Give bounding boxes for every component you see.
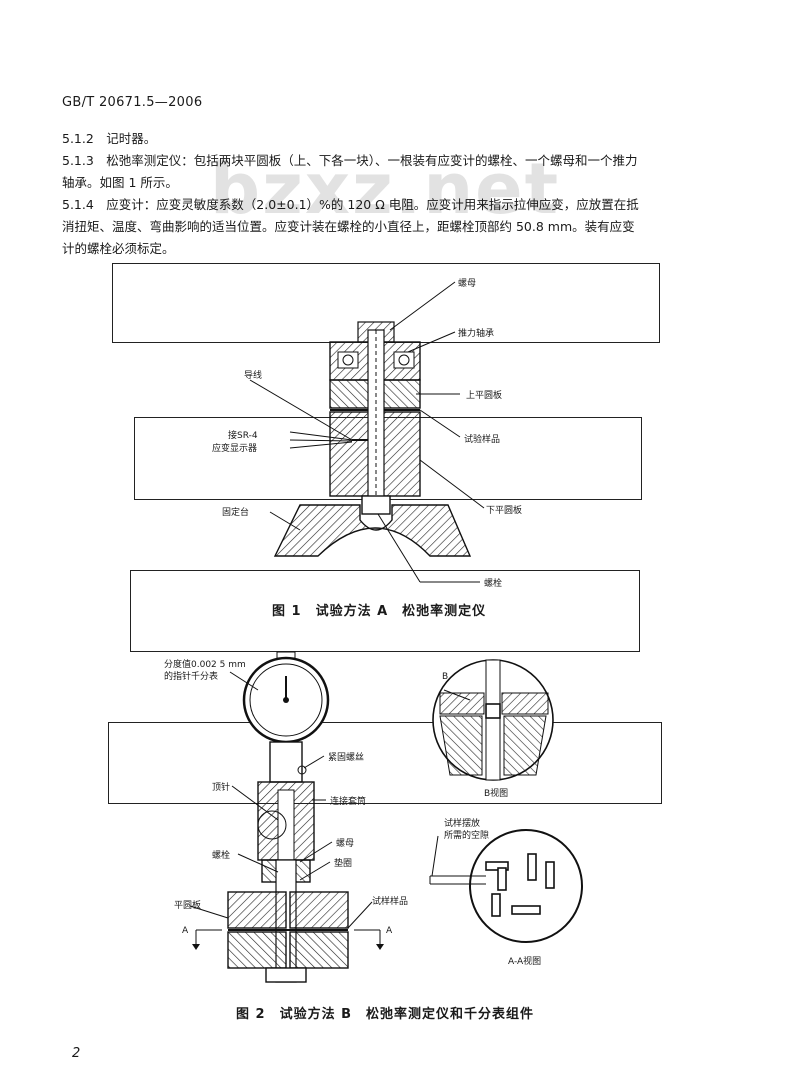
fig1-label-nut: 螺母 bbox=[458, 279, 477, 289]
watermark: bzxz.net bbox=[210, 148, 561, 230]
fig2-label-view-aa: A-A视图 bbox=[508, 957, 542, 967]
fig2-label-dial-line1: 分度值0.002 5 mm bbox=[164, 660, 246, 670]
fig1-label-upper-plate: 上平圆板 bbox=[466, 391, 503, 401]
fig2-label-view-b: B视图 bbox=[484, 789, 509, 799]
para-5-1-4-line1: 5.1.4 应变计：应变灵敏度系数（2.0±0.1）%的 120 Ω 电阻。应变… bbox=[62, 197, 639, 212]
page-number: 2 bbox=[72, 1046, 81, 1061]
para-5-1-4-line2: 消扭矩、温度、弯曲影响的适当位置。应变计装在螺栓的小直径上，距螺栓顶部约 50.… bbox=[62, 219, 635, 234]
overlay-box-4 bbox=[108, 722, 662, 804]
figure2-drawing bbox=[189, 651, 583, 983]
fig2-section-a-left: A bbox=[182, 926, 189, 936]
fig2-label-nut: 螺母 bbox=[336, 839, 355, 849]
para-5-1-4-line3: 计的螺栓必须标定。 bbox=[62, 241, 175, 256]
standard-id: GB/T 20671.5—2006 bbox=[62, 95, 203, 110]
overlay-box-3 bbox=[130, 570, 640, 652]
fig2-label-bolt: 螺栓 bbox=[212, 851, 231, 861]
fig1-label-thrust-bearing: 推力轴承 bbox=[458, 329, 495, 339]
fig1-label-sr4-line2: 应变显示器 bbox=[212, 444, 258, 454]
fig2-label-spacing-line1: 试样摆放 bbox=[444, 819, 481, 829]
para-5-1-3-line2: 轴承。如图 1 所示。 bbox=[62, 175, 178, 190]
para-5-1-3-line1: 5.1.3 松弛率测定仪：包括两块平圆板（上、下各一块）、一根装有应变计的螺栓、… bbox=[62, 153, 638, 168]
fig2-label-clamp-screw: 紧固螺丝 bbox=[328, 753, 365, 763]
fig2-label-ejector-pin: 顶针 bbox=[212, 783, 231, 793]
fig1-label-sr4-line1: 接SR-4 bbox=[228, 431, 258, 441]
fig2-label-washer: 垫圈 bbox=[334, 859, 353, 869]
figure1-caption: 图 1 试验方法 A 松弛率测定仪 bbox=[272, 604, 487, 619]
fig2-label-connector-sleeve: 连接套筒 bbox=[330, 797, 367, 807]
fig1-label-specimen: 试验样品 bbox=[464, 435, 501, 445]
figure1-drawing bbox=[249, 281, 485, 583]
fig1-label-lead-wire: 导线 bbox=[244, 371, 263, 381]
figure2-caption: 图 2 试验方法 B 松弛率测定仪和千分表组件 bbox=[236, 1007, 535, 1022]
fig1-label-fixed-stand: 固定台 bbox=[222, 508, 250, 518]
fig1-label-lower-plate: 下平圆板 bbox=[486, 506, 523, 516]
fig2-label-spacing-line2: 所需的空隙 bbox=[444, 831, 490, 841]
fig2-section-a-right: A bbox=[386, 926, 393, 936]
para-5-1-2: 5.1.2 记时器。 bbox=[62, 131, 157, 146]
fig2-label-flat-plate: 平圆板 bbox=[174, 901, 202, 911]
fig2-label-dial-line2: 的指针千分表 bbox=[164, 672, 219, 682]
fig1-label-bolt: 螺栓 bbox=[484, 579, 503, 589]
fig2-view-b-letter: B bbox=[442, 672, 449, 682]
fig2-label-specimen: 试样样品 bbox=[372, 897, 409, 907]
